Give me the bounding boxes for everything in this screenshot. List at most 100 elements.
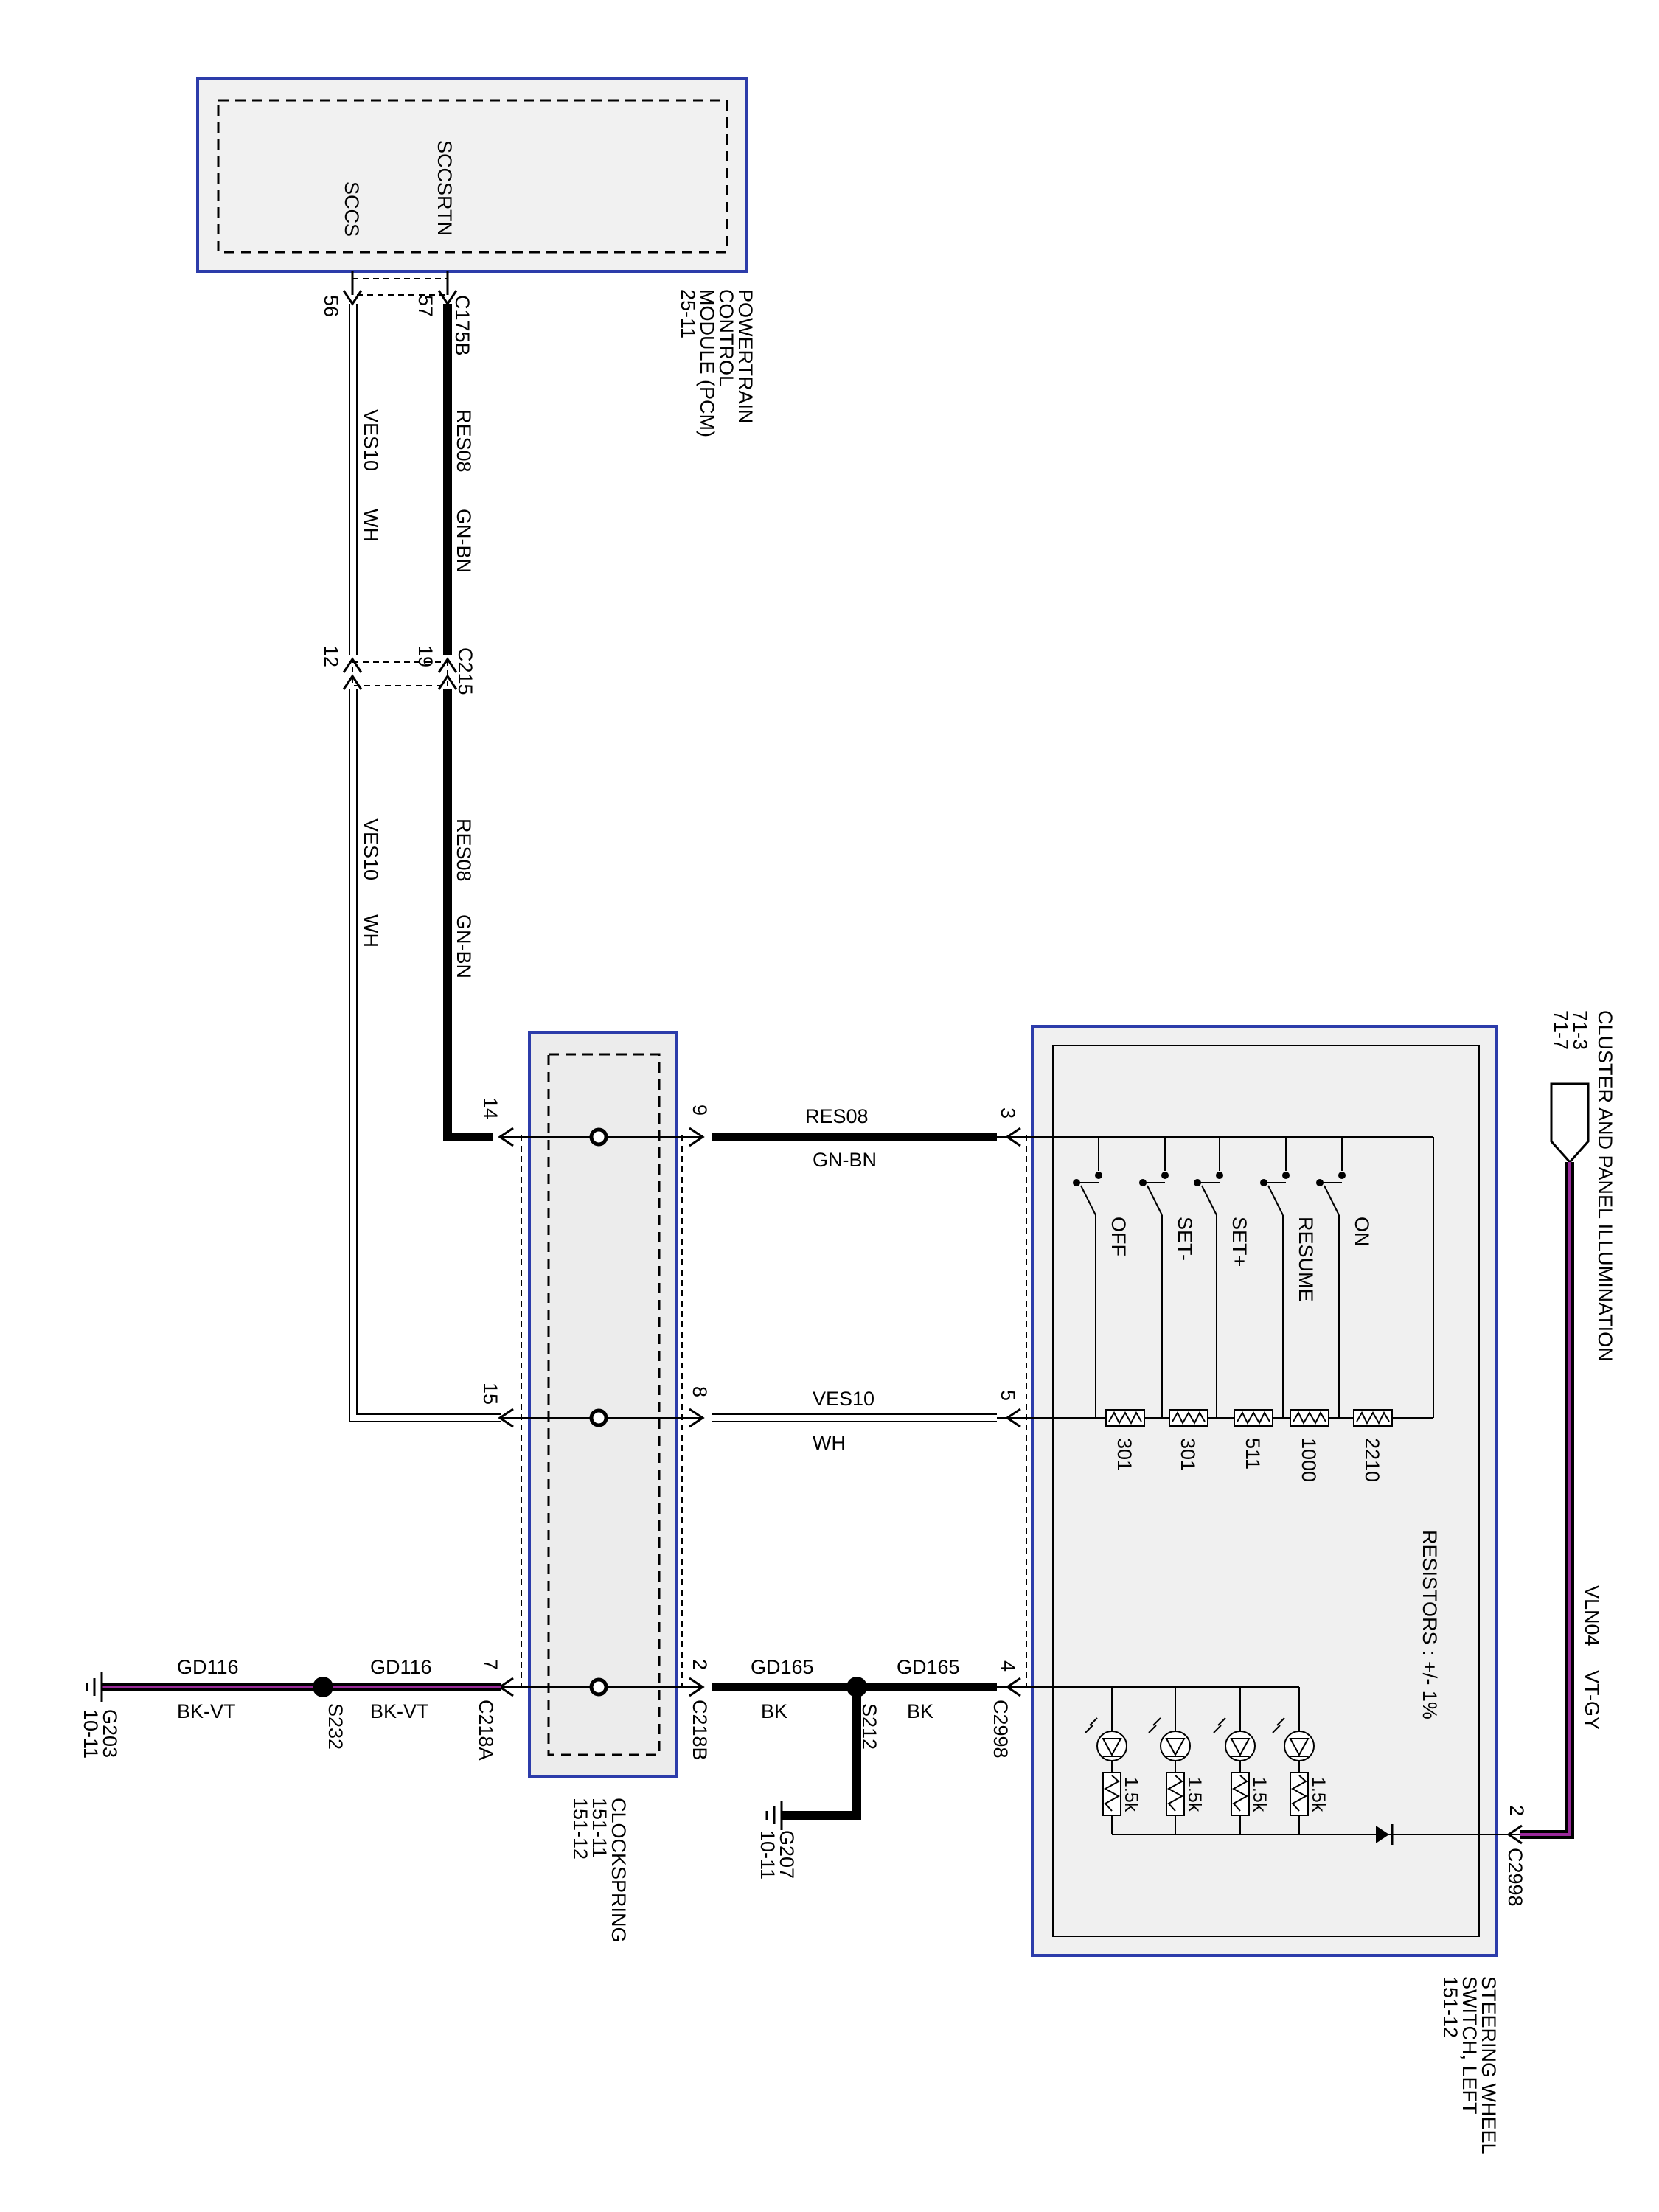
svg-text:POWERTRAIN: POWERTRAIN [734,289,757,424]
switch-position-label: OFF [1107,1217,1130,1256]
clockspring: CLOCKSPRING 151-11 151-12 [501,1031,702,1943]
splice-s232-dot [313,1677,333,1697]
resistor-0: 301 [1105,1409,1145,1471]
c175b-label: C175B [451,295,473,356]
resistor-4: 2210 [1353,1409,1393,1482]
cluster-ref-1: 71-3 [1569,1010,1591,1050]
svg-text:VLN04: VLN04 [1581,1585,1603,1646]
resistor-value: 1000 [1298,1438,1320,1482]
svg-text:151-12: 151-12 [569,1798,591,1860]
illumination-led-2: 1.5k [1213,1717,1270,1834]
resistor-3: 1000 [1290,1409,1329,1482]
svg-text:VES10: VES10 [360,409,382,471]
svg-text:RES08: RES08 [805,1105,869,1127]
c215-pin-19: 19 [414,645,437,667]
illumination-led-3: 1.5k [1272,1717,1329,1834]
illumination-led-1: 1.5k [1148,1717,1205,1834]
wire-ves10-segment-3: VES10 WH [712,1388,997,1454]
resistor-value: 511 [1242,1438,1264,1470]
switch-position-label: RESUME [1295,1217,1317,1302]
pcm-pin-sccs: SCCS [341,181,363,237]
c215-label: C215 [454,647,476,695]
svg-text:25-11: 25-11 [677,289,699,338]
wire-ves10-segment-2: VES10 WH [349,689,501,1422]
ground-g207: G207 10-11 [757,1801,798,1879]
svg-text:GD165: GD165 [897,1656,960,1678]
c2998-label-b: C2998 [1504,1848,1526,1907]
svg-text:GD116: GD116 [177,1656,239,1678]
c218a-pin-15: 15 [479,1382,501,1405]
splice-s232-label: S232 [324,1703,347,1750]
svg-text:VT-GY: VT-GY [1581,1670,1603,1730]
switch-contacts: OFF SET- SET+ RESUME ON [1073,1137,1373,1418]
c218b-label: C218B [689,1700,711,1761]
c175b-pin-57: 57 [414,295,437,317]
switch-position-label: ON [1351,1217,1373,1247]
led-resistor-value: 1.5k [1184,1777,1205,1812]
svg-text:GD165: GD165 [751,1656,814,1678]
svg-text:WH: WH [360,509,382,542]
svg-text:151-11: 151-11 [588,1798,611,1858]
ground-g203: G203 10-11 [80,1672,121,1759]
connector-c175b: 56 57 C175B [320,271,473,356]
resistor-1: 301 [1169,1409,1208,1471]
switch-contact-2: SET+ [1194,1137,1251,1418]
svg-text:SWITCH, LEFT: SWITCH, LEFT [1458,1976,1481,2115]
connector-c218a: 14 15 7 C218A [475,1097,514,1761]
switch-contact-4: ON [1316,1137,1373,1418]
svg-text:RES08: RES08 [453,818,475,882]
wire-res08-segment-3: RES08 GN-BN [712,1105,997,1171]
wire-gd165: GD165 BK GD165 BK S212 [712,1656,997,1820]
illumination-led-0: 1.5k [1085,1717,1141,1834]
svg-text:CLOCKSPRING: CLOCKSPRING [608,1798,630,1943]
svg-text:10-11: 10-11 [80,1709,102,1759]
resistor-2: 511 [1234,1409,1273,1470]
led-resistor-value: 1.5k [1121,1777,1141,1812]
c175b-pin-56: 56 [320,295,342,317]
c2998-label-a: C2998 [990,1700,1012,1759]
svg-text:CONTROL: CONTROL [715,289,737,386]
splice-s212-dot [846,1677,867,1697]
c218a-label: C218A [475,1700,497,1761]
svg-text:151-12: 151-12 [1439,1976,1461,2038]
pcm-pin-sccsrtn: SCCSRTN [434,140,456,236]
led-resistor-value: 1.5k [1308,1777,1329,1812]
svg-text:MODULE (PCM): MODULE (PCM) [696,289,718,437]
switch-resistors: 301 301 511 1000 2210 [1105,1409,1393,1482]
c218a-pin-14: 14 [479,1097,501,1119]
steering-wheel-switch: STEERING WHEEL SWITCH, LEFT 151-12 RESIS… [1026,1025,1500,2154]
switch-position-label: SET+ [1228,1217,1251,1267]
svg-text:G203: G203 [99,1709,121,1758]
cluster-label: CLUSTER AND PANEL ILLUMINATION [1594,1010,1616,1362]
switch-contact-0: OFF [1073,1137,1130,1418]
svg-text:BK: BK [761,1700,787,1722]
svg-text:VES10: VES10 [813,1388,874,1410]
switch-leds: 1.5k 1.5k 1.5k 1.5k [1085,1717,1329,1834]
svg-text:STEERING WHEEL: STEERING WHEEL [1478,1976,1500,2154]
connector-c215: 12 19 C215 [320,645,476,695]
c218a-pin-7: 7 [479,1659,501,1670]
svg-text:BK-VT: BK-VT [370,1700,429,1722]
svg-text:10-11: 10-11 [757,1830,779,1879]
c2998-pin-2: 2 [1506,1805,1528,1816]
svg-text:WH: WH [360,914,382,947]
switch-position-label: SET- [1174,1217,1196,1261]
pcm-module: SCCS SCCSRTN POWERTRAIN CONTROL MODULE (… [196,77,757,437]
svg-text:GD116: GD116 [370,1656,432,1678]
switch-contact-3: RESUME [1260,1137,1317,1418]
svg-text:WH: WH [813,1432,846,1454]
switch-label: STEERING WHEEL SWITCH, LEFT 151-12 [1439,1976,1500,2154]
wire-res08-segment-2: RES08 GN-BN [443,689,493,1141]
led-resistor-value: 1.5k [1249,1777,1270,1812]
cluster-illumination: CLUSTER AND PANEL ILLUMINATION 71-3 71-7… [1520,1010,1616,1839]
splice-s212-label: S212 [858,1703,880,1750]
c2998-pin-4: 4 [997,1660,1019,1672]
wire-ves10-segment-1: VES10 WH [349,304,382,655]
svg-text:GN-BN: GN-BN [813,1149,877,1171]
switch-contact-1: SET- [1139,1137,1196,1418]
c215-pin-12: 12 [320,645,342,667]
c2998-pin-3: 3 [997,1107,1019,1119]
svg-text:VES10: VES10 [360,818,382,880]
pcm-label: POWERTRAIN CONTROL MODULE (PCM) 25-11 [677,289,757,437]
